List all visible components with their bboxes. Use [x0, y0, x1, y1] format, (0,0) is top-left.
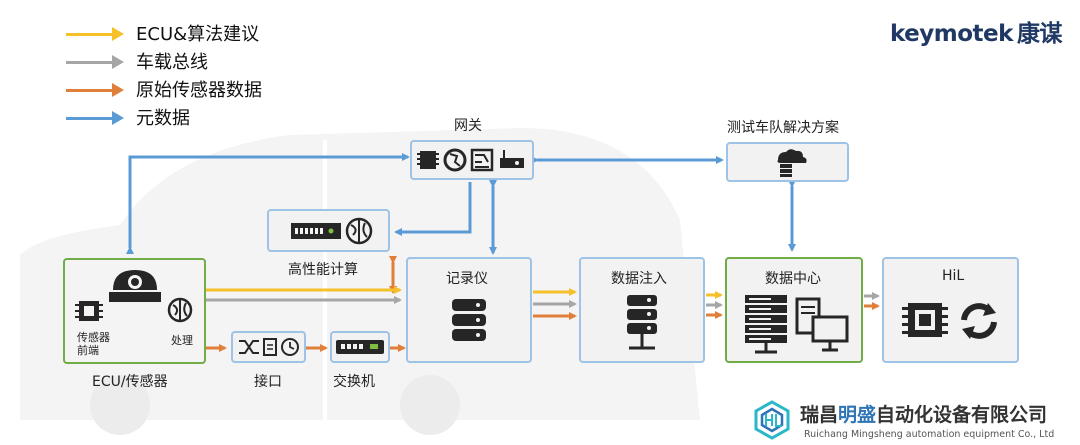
legend-label: ECU&算法建议 — [136, 24, 260, 45]
company-logo-icon — [754, 400, 790, 440]
company-name-cn: 瑞昌明盛自动化设备有限公司 — [800, 400, 1047, 427]
hpc-label: 高性能计算 — [288, 262, 358, 278]
hil-node[interactable]: HiL — [882, 257, 1019, 363]
link-ecu-gateway — [126, 153, 410, 254]
fleet-label: 测试车队解决方案 — [727, 120, 839, 136]
car-wheel-front — [90, 375, 150, 435]
car-wheel-rear — [400, 375, 460, 435]
database-network-icon — [627, 295, 657, 350]
gateway-label: 网关 — [454, 118, 482, 134]
datacenter-label: 数据中心 — [765, 271, 821, 287]
fleet-node[interactable] — [726, 142, 849, 182]
process-brain-icon — [167, 297, 193, 323]
interface-icons — [239, 338, 299, 356]
brand-cn: 康谋 — [1016, 21, 1063, 47]
network-switch-icon — [336, 340, 384, 354]
interface-node[interactable] — [231, 331, 306, 363]
legend-label: 原始传感器数据 — [136, 80, 262, 101]
injection-label: 数据注入 — [611, 271, 667, 287]
hil-label: HiL — [942, 268, 965, 284]
datacenter-icons — [745, 295, 849, 354]
brand-name: keymotek — [890, 21, 1013, 47]
brain-icon — [345, 217, 373, 245]
ecu-sensor-label: ECU/传感器 — [92, 374, 168, 390]
hil-icons — [902, 303, 997, 339]
gateway-icons — [417, 148, 524, 172]
cloud-server-icon — [777, 149, 807, 177]
ecu-sensor-node[interactable]: 传感器 前端 处理 — [63, 258, 206, 364]
router-icon — [500, 158, 524, 168]
interface-label: 接口 — [254, 374, 282, 390]
switch-label: 交换机 — [333, 374, 375, 390]
company-name-c: 自动化设备有限公司 — [876, 404, 1048, 426]
hpc-node[interactable] — [267, 209, 390, 252]
refresh-icon — [961, 303, 997, 339]
workstation-icon — [795, 297, 849, 352]
storage-stack-icon — [452, 299, 486, 341]
recorder-node[interactable]: 记录仪 — [406, 257, 532, 363]
data-injection-node[interactable]: 数据注入 — [579, 257, 705, 363]
legend-label: 车载总线 — [136, 52, 208, 73]
ecu-icons — [75, 270, 193, 323]
chip-icon — [420, 151, 436, 169]
shuffle-icon — [239, 340, 259, 354]
recorder-label: 记录仪 — [446, 271, 488, 287]
data-center-node[interactable]: 数据中心 — [725, 257, 863, 363]
server-racks-icon — [745, 295, 787, 354]
board-icon — [470, 148, 494, 172]
link-gateway-hpc — [394, 182, 472, 236]
company-name-en: Ruichang Mingsheng automation equipment … — [804, 429, 1055, 440]
clock-icon — [281, 338, 299, 356]
switch-node[interactable] — [330, 331, 390, 363]
hpc-icons — [291, 217, 373, 245]
legend-label: 元数据 — [136, 108, 190, 129]
globe-icon — [443, 148, 467, 172]
company-name-b: 明盛 — [838, 404, 877, 426]
company-name-a: 瑞昌 — [800, 404, 839, 426]
cpu-chip-icon — [902, 303, 948, 337]
sensor-front-label: 传感器 前端 — [77, 331, 110, 357]
gateway-node[interactable] — [410, 140, 534, 180]
process-label: 处理 — [171, 334, 193, 347]
clipboard-icon — [263, 338, 277, 356]
